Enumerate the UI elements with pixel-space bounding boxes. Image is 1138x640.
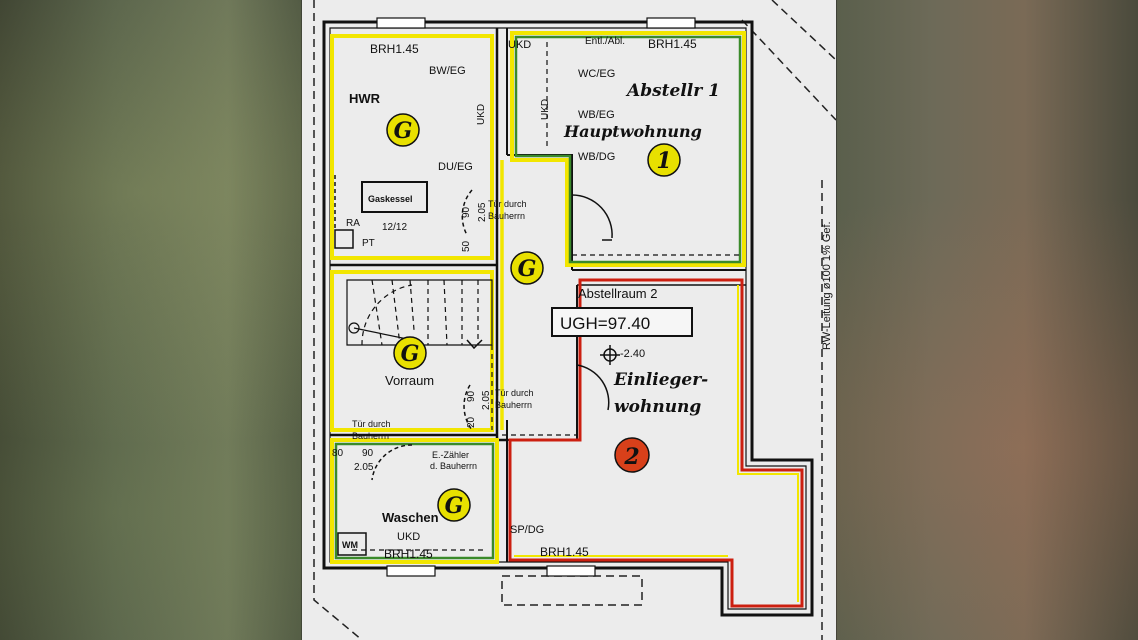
dim-205c: 2.05 (354, 462, 374, 473)
badge-waschen-text: G (445, 493, 464, 519)
label-brh-bottom: BRH1.45 (540, 545, 589, 559)
dim-205a: 2.05 (477, 202, 488, 222)
label-ukd-v1: UKD (476, 104, 487, 125)
label-tuer3-b: Bauherrn (352, 431, 389, 441)
dim-90b: 90 (466, 390, 477, 402)
label-wb-eg: WB/EG (578, 109, 615, 121)
label-ukd-top: UKD (508, 39, 531, 51)
waschen-name: Waschen (382, 510, 439, 525)
label-tuer1-a: Tür durch (488, 199, 527, 209)
label-rw-leitung: RW-Leitung ø100 1% Gef. (821, 221, 833, 350)
label-zaehler-a: E.-Zähler (432, 450, 469, 460)
label-ukd-v2: UKD (540, 99, 551, 120)
badge-vorraum-text: G (401, 341, 420, 367)
label-tuer2-a: Tür durch (495, 388, 534, 398)
abstellraum2-ugh: UGH=97.40 (560, 314, 650, 333)
room-outline-hwr (330, 34, 494, 260)
label-wm: WM (342, 540, 358, 550)
room-outline-abstellr1-green (514, 35, 742, 264)
label-wc-eg: WC/EG (578, 68, 615, 80)
hwr-name: HWR (349, 91, 381, 106)
dim-90c: 90 (362, 448, 374, 459)
level-symbol (600, 345, 620, 365)
room-outline-abstellraum2 (508, 278, 804, 608)
badge-abstellraum2: 2 (614, 437, 650, 473)
dim-20: 20 (466, 416, 477, 428)
abstellraum2-sub2: wohnung (614, 397, 701, 417)
badge-abstellr1: 1 (647, 143, 681, 177)
windows (376, 17, 696, 577)
floor-plan: G 1 G G G 2 BRH1.45 HWR BW/EG DU/EG UKD … (302, 0, 836, 640)
label-tuer2-b: Bauherrn (495, 400, 532, 410)
abstellr1-sub: Hauptwohnung (563, 122, 702, 141)
label-zaehler-b: d. Bauherrn (430, 461, 477, 471)
label-tuer1-b: Bauherrn (488, 211, 525, 221)
badge-flur: G (510, 251, 544, 285)
dashed-lines (352, 42, 742, 551)
abstellraum2-level: -2.40 (620, 348, 645, 360)
badge-flur-text: G (518, 256, 537, 282)
badge-hwr: G (386, 113, 420, 147)
label-wb-dg: WB/DG (578, 151, 615, 163)
label-tuer3-a: Tür durch (352, 419, 391, 429)
room-outline-abstellraum2-yellow (514, 285, 799, 602)
hwr-brh: BRH1.45 (370, 42, 419, 56)
dim-90a: 90 (461, 206, 472, 218)
badge-vorraum: G (393, 336, 427, 370)
abstellraum2-sub1: Einlieger- (613, 370, 708, 390)
label-pt: PT (362, 238, 375, 249)
label-ratio: 12/12 (382, 222, 407, 233)
room-outline-waschen (330, 438, 499, 564)
room-outline-abstellr1 (510, 31, 746, 267)
floor-plan-drawing: G 1 G G G 2 BRH1.45 HWR BW/EG DU/EG UKD … (313, 0, 836, 640)
label-entl: Entl./Abl. (585, 36, 625, 47)
abstellr1-name: Abstellr 1 (625, 81, 720, 101)
waschen-brh: BRH1.45 (384, 547, 433, 561)
label-ukd-w: UKD (397, 531, 420, 543)
abstellraum2-name: Abstellraum 2 (578, 286, 657, 301)
staircase (346, 279, 493, 350)
label-sp-dg: SP/DG (510, 524, 544, 536)
badge-abstellr1-text: 1 (656, 148, 671, 174)
vorraum-name: Vorraum (385, 373, 434, 388)
badge-waschen: G (437, 488, 471, 522)
dim-50: 50 (461, 240, 472, 252)
dim-80: 80 (332, 448, 344, 459)
badge-abstellraum2-text: 2 (623, 444, 639, 470)
door-swings (371, 189, 613, 481)
ugh-box (551, 307, 693, 337)
label-bw-eg: BW/EG (429, 65, 466, 77)
label-ra: RA (346, 218, 360, 229)
badge-hwr-text: G (394, 118, 413, 144)
label-gaskessel: Gaskessel (368, 194, 413, 204)
label-du-eg: DU/EG (438, 161, 473, 173)
dim-205b: 2.05 (481, 390, 492, 410)
wm-box (337, 532, 367, 556)
room-outline-waschen-green (334, 442, 495, 560)
abstellr1-brh: BRH1.45 (648, 37, 697, 51)
gaskessel-box (334, 175, 428, 249)
